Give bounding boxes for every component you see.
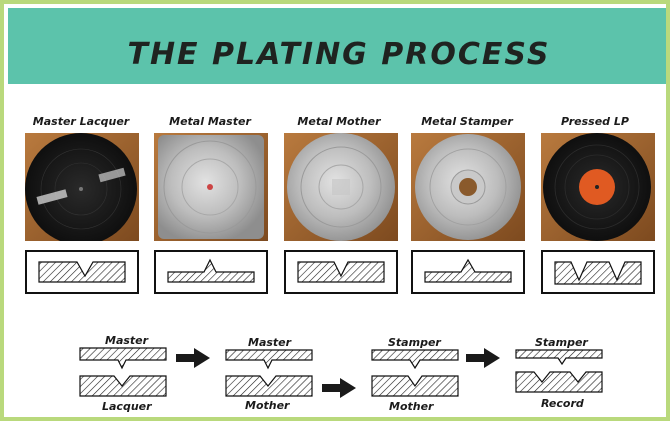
metal-stamper-photo bbox=[411, 133, 525, 241]
stage-label-metal-stamper: Metal Stamper bbox=[421, 115, 513, 128]
stage-label-metal-mother: Metal Mother bbox=[297, 115, 381, 128]
master-lacquer-profile bbox=[25, 250, 139, 294]
flow-step2-diagram bbox=[224, 348, 314, 404]
flow-step2-top-label: Master bbox=[248, 336, 292, 349]
metal-mother-photo bbox=[284, 133, 398, 241]
flow-step2-bottom-label: Mother bbox=[245, 399, 290, 412]
master-lacquer-photo bbox=[25, 133, 139, 241]
right-arrow-icon bbox=[322, 378, 356, 402]
flow-step3-top-label: Stamper bbox=[388, 336, 441, 349]
stage-label-metal-master: Metal Master bbox=[169, 115, 251, 128]
stage-label-master-lacquer: Master Lacquer bbox=[32, 115, 130, 128]
right-arrow-icon bbox=[466, 348, 500, 372]
flow-step4-bottom-label: Record bbox=[541, 397, 584, 410]
metal-master-profile bbox=[154, 250, 268, 294]
pressed-lp-profile bbox=[541, 250, 655, 294]
page-title: THE PLATING PROCESS bbox=[127, 37, 551, 72]
flow-step3-diagram bbox=[370, 348, 460, 404]
flow-step4-diagram bbox=[514, 348, 604, 400]
flow-step1-top-label: Master bbox=[105, 334, 149, 347]
flow-step1-diagram bbox=[78, 346, 168, 402]
metal-master-photo bbox=[154, 133, 268, 241]
metal-mother-profile bbox=[284, 250, 398, 294]
stage-label-pressed-lp: Pressed LP bbox=[561, 115, 629, 128]
flow-step1-bottom-label: Lacquer bbox=[102, 400, 152, 413]
metal-stamper-profile bbox=[411, 250, 525, 294]
right-arrow-icon bbox=[176, 348, 210, 372]
title-banner: THE PLATING PROCESS bbox=[8, 8, 666, 84]
flow-step3-bottom-label: Mother bbox=[389, 400, 434, 413]
pressed-lp-photo bbox=[541, 133, 655, 241]
flow-step4-top-label: Stamper bbox=[535, 336, 588, 349]
